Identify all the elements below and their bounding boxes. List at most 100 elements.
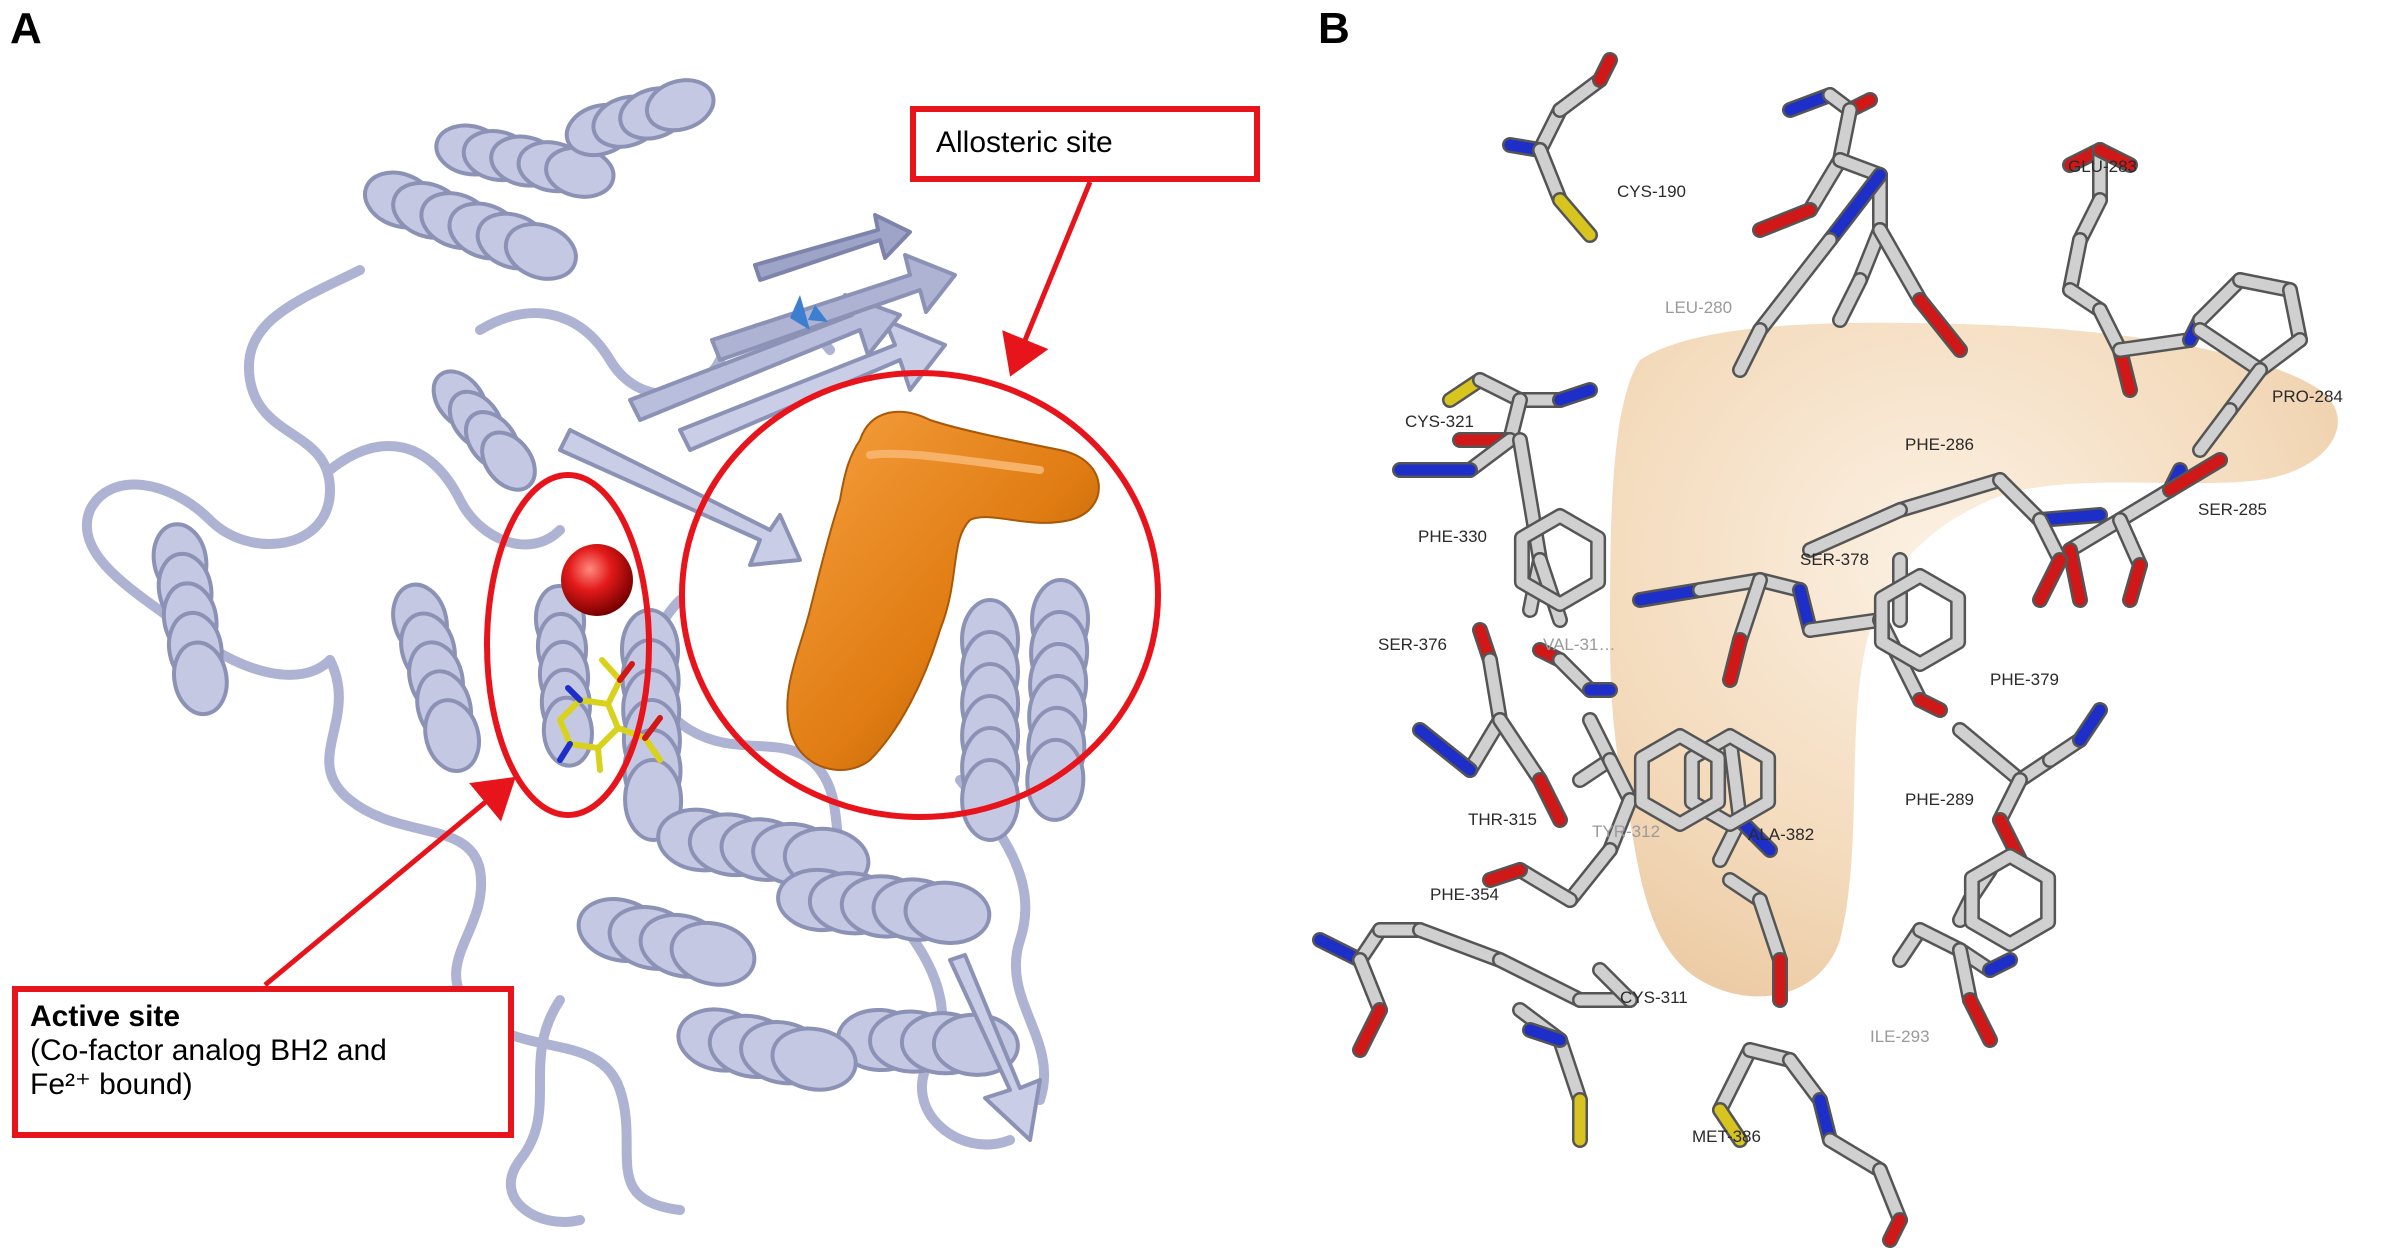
residue-label: LEU-280 [1665, 298, 1732, 317]
residue-label: ALA-382 [1748, 825, 1814, 844]
stick-bond [2234, 274, 2296, 296]
stick-bond [2074, 704, 2106, 746]
residue-label: ILE-293 [1870, 1027, 1930, 1046]
helix-turn [423, 698, 481, 773]
stick-bond [1954, 724, 2026, 786]
stick-bond [1804, 154, 1846, 216]
residue-label: TYR-312 [1592, 822, 1660, 841]
active-site-title: Active site [30, 1000, 181, 1033]
allosteric-site-highlight-ellipse [679, 370, 1161, 820]
allosteric-pocket-surface [786, 410, 1100, 771]
stick-bond [1354, 1004, 1386, 1056]
stick-bond [1914, 694, 1946, 716]
allosteric-callout-arrow [1002, 181, 1093, 377]
residue-sticks [1312, 52, 2308, 1248]
cofactor-bh2 [557, 657, 663, 773]
stick-bond [2164, 454, 2226, 496]
stick-bond [2194, 324, 2266, 376]
stick-bond [1984, 954, 2016, 976]
stick-bond [2254, 334, 2306, 376]
residue-label: SER-376 [1378, 635, 1447, 654]
stick-bond [1514, 864, 1576, 906]
stick-bond [1694, 574, 1766, 596]
residue-label: CYS-311 [1620, 988, 1688, 1007]
stick-bond [1884, 1214, 1906, 1246]
residue-label: SER-285 [2198, 500, 2267, 519]
aromatic-ring [1636, 730, 1724, 830]
stick-bond [2194, 274, 2246, 326]
stick-bond [2114, 514, 2146, 571]
helix-turn [770, 1026, 858, 1092]
stick-bond [2114, 484, 2176, 526]
residue-label: PRO-284 [2272, 387, 2343, 406]
stick-bond [1784, 1054, 1826, 1106]
helix-turn [480, 430, 537, 492]
stick-bond [1754, 894, 1786, 966]
stick-bond [1954, 944, 1976, 1006]
stick-bond [1534, 774, 1566, 826]
stick-bond [1714, 1104, 1746, 1146]
residue-label: SER-378 [1800, 550, 1869, 569]
stick-bond [1724, 634, 1746, 686]
stick-bond [1824, 1134, 1886, 1176]
stick-bond [1494, 954, 1586, 1006]
stick-bond [1824, 169, 1886, 246]
stick-bond [2284, 284, 2306, 346]
active-site-desc-line2: Fe²⁺ bound) [30, 1068, 193, 1101]
residue-label: PHE-354 [1430, 885, 1499, 904]
stick-bond [2034, 554, 2066, 606]
stick-bond [1594, 54, 1616, 86]
stick-bond [1874, 224, 1926, 306]
protein-cartoon [82, 78, 1100, 1227]
stick-bond [2094, 144, 2136, 171]
residue-label: PHE-286 [1905, 435, 1974, 454]
stick-bond [1594, 964, 1636, 1006]
aromatic-ring [1876, 570, 1964, 670]
stick-bond [2064, 544, 2086, 606]
residue-label: VAL-31… [1543, 635, 1615, 654]
stick-bond [1564, 844, 1616, 906]
active-callout-arrow [263, 776, 516, 987]
stick-bond [1634, 584, 1706, 606]
aromatic-ring [1686, 730, 1774, 830]
residue-label: MET-386 [1692, 1127, 1761, 1146]
panel-b-letter: B [1318, 4, 1350, 53]
stick-bond [1964, 994, 1996, 1046]
stick-bond [1414, 724, 1476, 776]
helix-turn [172, 640, 229, 717]
stick-bond [1554, 1034, 1586, 1106]
stick-bond [1484, 864, 1526, 886]
stick-bond [1354, 954, 1386, 1016]
stick-bond [1554, 384, 1596, 406]
stick-bond [1754, 204, 1816, 236]
stick-bond [1834, 104, 1856, 166]
aromatic-ring [1966, 850, 2054, 950]
stick-bond [1464, 714, 1506, 776]
stick-bond [1804, 504, 1906, 556]
stick-bond [2064, 234, 2086, 296]
stick-bond [1604, 794, 1636, 856]
helix-turn [669, 920, 757, 987]
stick-bond [1494, 714, 1546, 786]
stick-bond [1534, 144, 1566, 206]
stick-bond [1524, 1024, 1566, 1046]
stick-bond [1734, 574, 1766, 646]
stick-bond [2064, 514, 2126, 556]
stick-bond [1994, 474, 2046, 526]
residue-label: PHE-289 [1905, 790, 1974, 809]
stick-bond [1554, 194, 1596, 241]
stick-bond [1754, 234, 1836, 336]
stick-bond [1414, 924, 1506, 966]
residue-label: CYS-190 [1617, 182, 1686, 201]
stick-bond [1874, 1164, 1906, 1226]
panel-a-letter: A [10, 4, 42, 53]
allosteric-site-callout: Allosteric site [910, 106, 1260, 182]
stick-bond [1914, 294, 1966, 356]
fe-ion-sphere [561, 544, 633, 616]
aromatic-ring [1516, 510, 1604, 610]
stick-bond [1834, 274, 1866, 326]
stick-bond [1464, 434, 1516, 476]
pocket-surface-b [1610, 322, 2338, 997]
stick-bond [1514, 434, 1546, 566]
